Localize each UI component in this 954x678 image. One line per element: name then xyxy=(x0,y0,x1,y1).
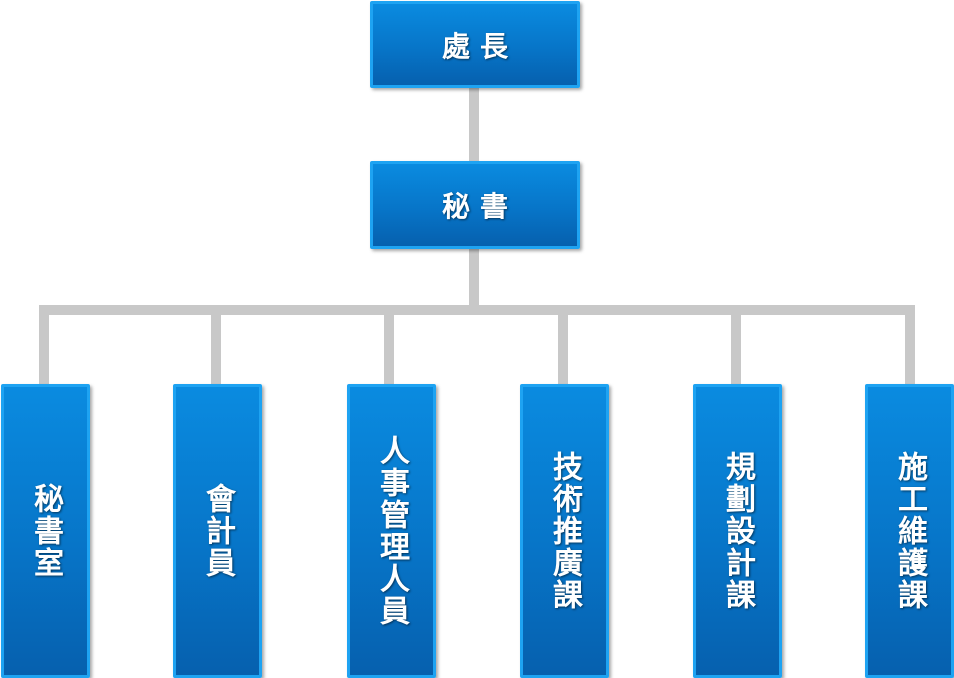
connector-drop-unit-1 xyxy=(39,305,49,387)
node-secretary-label: 秘書 xyxy=(441,190,518,223)
node-unit-secretariat: 秘書室 xyxy=(1,384,90,678)
connector-secretary-to-bus xyxy=(469,248,479,308)
node-unit-label: 秘書室 xyxy=(28,483,63,579)
node-unit-label: 人事管理人員 xyxy=(374,435,409,627)
connector-drop-unit-5 xyxy=(731,305,741,387)
node-unit-label: 技術推廣課 xyxy=(547,451,582,611)
node-unit-accountant: 會計員 xyxy=(173,384,262,678)
node-secretary: 秘書 xyxy=(370,161,580,249)
node-unit-label: 會計員 xyxy=(200,483,235,579)
connector-drop-unit-4 xyxy=(558,305,568,387)
connector-drop-unit-2 xyxy=(211,305,221,387)
connector-drop-unit-6 xyxy=(905,305,915,387)
connector-root-to-secretary xyxy=(469,88,479,162)
node-director: 處長 xyxy=(370,1,580,88)
node-unit-label: 施工維護課 xyxy=(892,451,927,611)
node-unit-label: 規劃設計課 xyxy=(720,451,755,611)
connector-drop-unit-3 xyxy=(384,305,394,387)
node-unit-construction-maintenance: 施工維護課 xyxy=(865,384,954,678)
node-unit-personnel: 人事管理人員 xyxy=(347,384,436,678)
node-director-label: 處長 xyxy=(441,29,518,63)
connector-horizontal-bus xyxy=(39,305,915,315)
node-unit-planning-design: 規劃設計課 xyxy=(693,384,782,678)
node-unit-tech-promotion: 技術推廣課 xyxy=(520,384,609,678)
